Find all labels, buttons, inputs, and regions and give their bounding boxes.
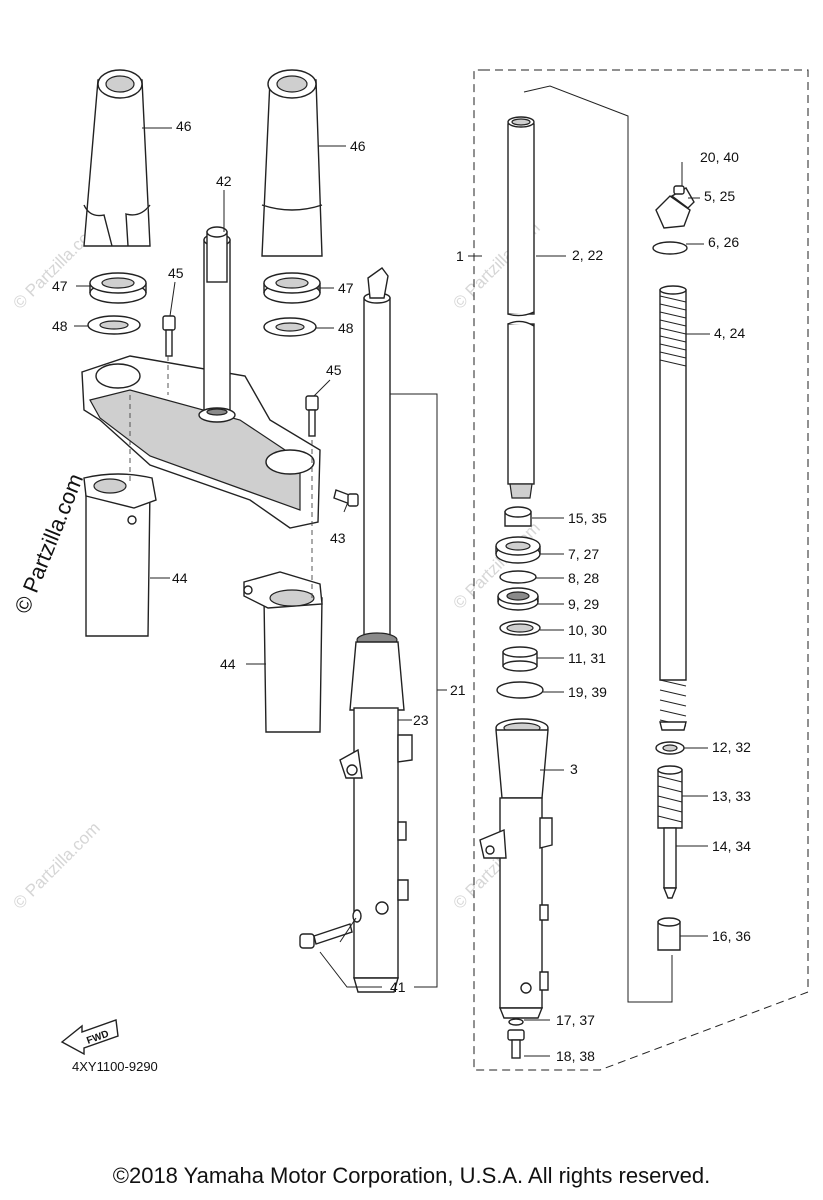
callout-20-40: 20, 40 <box>700 149 739 165</box>
seat-47-right <box>263 272 321 304</box>
callout-44: 44 <box>220 656 236 672</box>
callout-11-31: 11, 31 <box>568 650 606 666</box>
slide-bushing-15-35 <box>504 506 532 527</box>
inner-tube-2-22 <box>507 116 535 499</box>
clip-19-39 <box>496 681 544 699</box>
callout-15-35: 15, 35 <box>568 510 607 526</box>
callout-2-22: 2, 22 <box>572 247 603 263</box>
bolt-45-left <box>162 315 176 357</box>
callout-45: 45 <box>168 265 184 281</box>
washer-17-37 <box>508 1018 524 1026</box>
washer-8-28 <box>499 570 537 584</box>
piece-16-36 <box>657 917 681 951</box>
callout-47: 47 <box>338 280 354 296</box>
seal-9-29 <box>497 587 539 611</box>
bracket-lines-middle <box>319 393 447 988</box>
callout-42: 42 <box>216 173 232 189</box>
bolt-18-38 <box>507 1029 525 1059</box>
callout-18-38: 18, 38 <box>556 1048 595 1064</box>
washer-10-30 <box>499 620 541 636</box>
callout-4-24: 4, 24 <box>714 325 745 341</box>
callout-14-34: 14, 34 <box>712 838 751 854</box>
seat-47-left <box>89 272 147 304</box>
damper-rod-4-24 <box>659 285 687 731</box>
callout-48: 48 <box>52 318 68 334</box>
damper-outline <box>523 85 673 1003</box>
copyright-notice: ©2018 Yamaha Motor Corporation, U.S.A. A… <box>112 1163 711 1188</box>
assembly-outline-dashed <box>473 69 809 1071</box>
fork-cover-46-right <box>261 69 323 257</box>
callout-7-27: 7, 27 <box>568 546 599 562</box>
callout-17-37: 17, 37 <box>556 1012 595 1028</box>
spring-13-33 <box>657 765 683 829</box>
washer-48-left <box>87 315 141 335</box>
callout-41: 41 <box>390 979 406 995</box>
plug-20-40 <box>673 185 685 195</box>
callout-1: 1 <box>456 248 464 264</box>
callout-44: 44 <box>172 570 188 586</box>
o-ring-6-26 <box>652 241 688 255</box>
bracket-44-right <box>243 571 323 733</box>
watermark: © Partzilla.com <box>9 818 103 912</box>
fwd-arrow-icon: FWD <box>60 1019 119 1056</box>
callout-5-25: 5, 25 <box>704 188 735 204</box>
fork-cover-46-left <box>83 69 151 247</box>
callout-45: 45 <box>326 362 342 378</box>
callout-19-39: 19, 39 <box>568 684 607 700</box>
bracket-44-left <box>83 473 157 637</box>
bolt-45-right <box>305 395 319 437</box>
callout-6-26: 6, 26 <box>708 234 739 250</box>
bolt-41 <box>299 909 362 949</box>
callout-8-28: 8, 28 <box>568 570 599 586</box>
callout-12-32: 12, 32 <box>712 739 751 755</box>
alignment-lines-left <box>129 356 313 600</box>
callout-21: 21 <box>450 682 466 698</box>
callout-3: 3 <box>570 761 578 777</box>
callout-46: 46 <box>176 118 192 134</box>
fork-assembly-21 <box>339 267 413 993</box>
oil-seal-7-27 <box>495 536 541 564</box>
callout-47: 47 <box>52 278 68 294</box>
washer-48-right <box>263 317 317 337</box>
seat-12-32 <box>655 741 685 755</box>
callout-10-30: 10, 30 <box>568 622 607 638</box>
bolt-43 <box>333 489 359 507</box>
rod-14-34 <box>662 827 678 899</box>
outer-tube-3 <box>479 718 553 1019</box>
callout-43: 43 <box>330 530 346 546</box>
callout-48: 48 <box>338 320 354 336</box>
watermark-emphasis: © Partzilla.com <box>9 470 88 617</box>
callout-46: 46 <box>350 138 366 154</box>
callouts: 46 46 42 45 47 47 48 48 45 43 44 44 21 2… <box>52 118 751 1064</box>
bushing-11-31 <box>502 646 538 672</box>
callout-23: 23 <box>413 712 429 728</box>
steering-stem-42 <box>81 226 321 529</box>
callout-16-36: 16, 36 <box>712 928 751 944</box>
leader-lines <box>74 127 710 1057</box>
diagram-code: 4XY1100-9290 <box>72 1059 158 1074</box>
callout-9-29: 9, 29 <box>568 596 599 612</box>
callout-13-33: 13, 33 <box>712 788 751 804</box>
